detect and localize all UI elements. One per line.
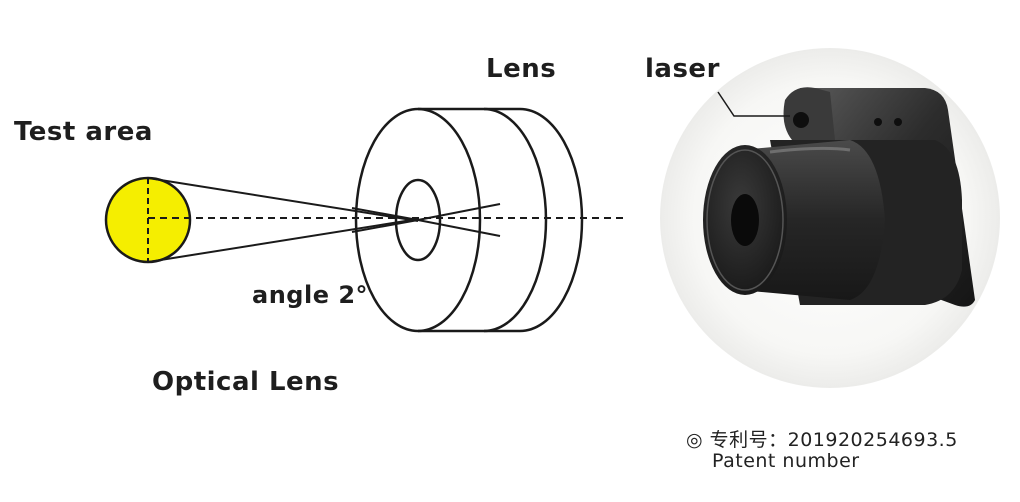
beam-cone xyxy=(147,177,501,263)
test-area-circle xyxy=(104,176,192,264)
patent-caption: Patent number xyxy=(712,450,860,472)
laser-label: laser xyxy=(645,54,720,84)
patent-number-text: ◎ 专利号：201920254693.5 xyxy=(686,429,958,451)
lens-label: Lens xyxy=(486,54,557,84)
optical-lens-label: Optical Lens xyxy=(152,367,340,397)
laser-leader-line xyxy=(717,91,790,117)
angle-label: angle 2° xyxy=(252,281,369,309)
lens-cylinder xyxy=(354,107,584,333)
laser-device-photo xyxy=(660,48,1000,388)
test-area-label: Test area xyxy=(14,117,153,147)
